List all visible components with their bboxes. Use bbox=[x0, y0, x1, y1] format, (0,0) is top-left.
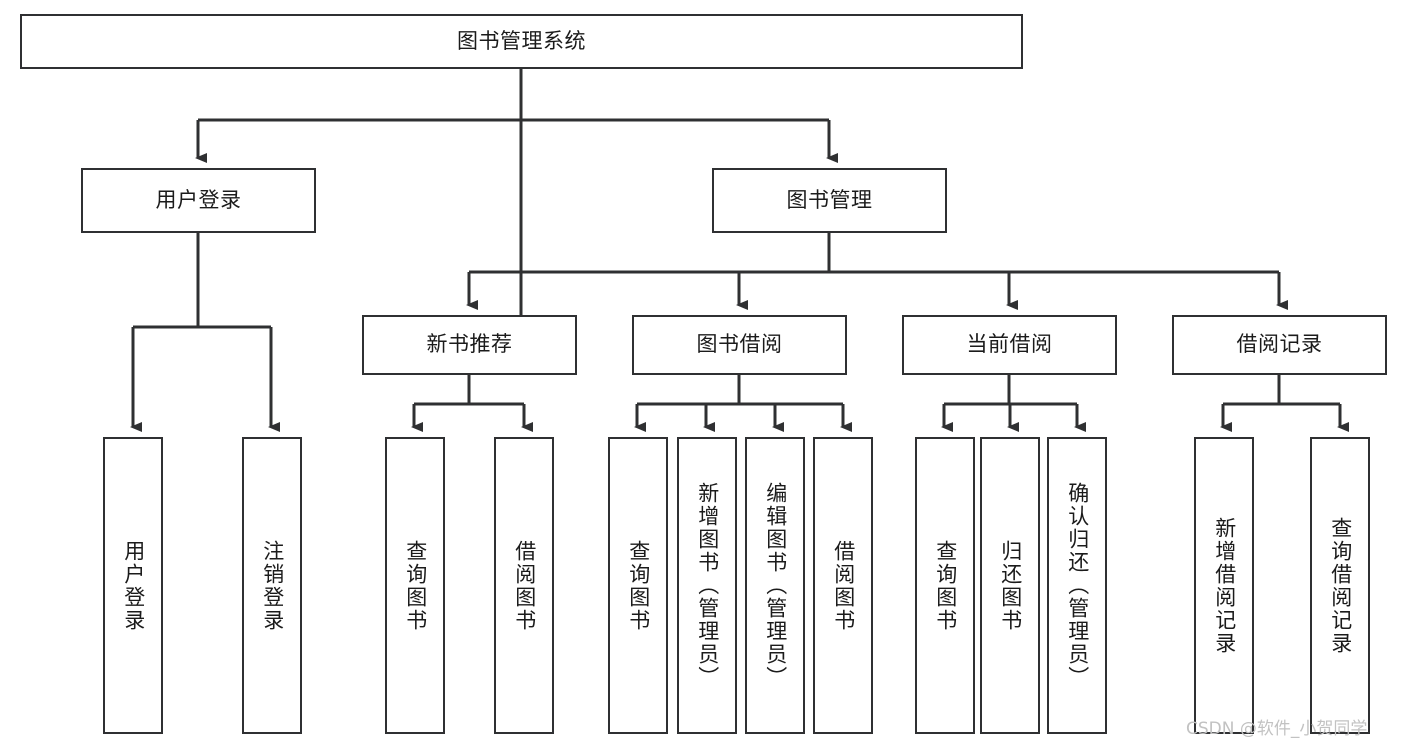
leaf-borrow-record-query-record[interactable]: 查询借阅记录 bbox=[1310, 437, 1370, 734]
node-book-borrow[interactable]: 图书借阅 bbox=[632, 315, 847, 375]
node-new-book-recommend[interactable]: 新书推荐 bbox=[362, 315, 577, 375]
node-label: 图书管理系统 bbox=[457, 28, 586, 53]
leaf-current-borrow-return-book[interactable]: 归还图书 bbox=[980, 437, 1040, 734]
node-label: 借阅记录 bbox=[1236, 332, 1323, 357]
node-current-borrow[interactable]: 当前借阅 bbox=[902, 315, 1117, 375]
node-label: 新增图书（管理员） bbox=[695, 482, 720, 689]
leaf-book-borrow-edit-book-admin[interactable]: 编辑图书（管理员） bbox=[745, 437, 805, 734]
leaf-current-borrow-query-book[interactable]: 查询图书 bbox=[915, 437, 975, 734]
node-label: 当前借阅 bbox=[966, 332, 1053, 357]
node-label: 新书推荐 bbox=[426, 332, 513, 357]
leaf-user-login-logout[interactable]: 注销登录 bbox=[242, 437, 302, 734]
node-label: 查询图书 bbox=[403, 539, 428, 632]
node-borrow-record[interactable]: 借阅记录 bbox=[1172, 315, 1387, 375]
node-label: 新增借阅记录 bbox=[1212, 516, 1237, 655]
node-label: 借阅图书 bbox=[512, 539, 537, 632]
leaf-current-borrow-confirm-return-admin[interactable]: 确认归还（管理员） bbox=[1047, 437, 1107, 734]
node-label: 查询图书 bbox=[626, 539, 651, 632]
node-label: 借阅图书 bbox=[831, 539, 856, 632]
leaf-book-borrow-borrow-book[interactable]: 借阅图书 bbox=[813, 437, 873, 734]
leaf-borrow-record-add-record[interactable]: 新增借阅记录 bbox=[1194, 437, 1254, 734]
node-label: 用户登录 bbox=[121, 539, 146, 632]
node-root-book-management-system[interactable]: 图书管理系统 bbox=[20, 14, 1023, 69]
node-label: 归还图书 bbox=[998, 539, 1023, 632]
leaf-new-book-query-book[interactable]: 查询图书 bbox=[385, 437, 445, 734]
leaf-new-book-borrow-book[interactable]: 借阅图书 bbox=[494, 437, 554, 734]
leaf-user-login-login[interactable]: 用户登录 bbox=[103, 437, 163, 734]
node-label: 图书借阅 bbox=[696, 332, 783, 357]
node-label: 注销登录 bbox=[260, 539, 285, 632]
node-book-management[interactable]: 图书管理 bbox=[712, 168, 947, 233]
node-label: 确认归还（管理员） bbox=[1065, 482, 1090, 689]
csdn-watermark: CSDN @软件_小贺同学 bbox=[1186, 719, 1368, 739]
leaf-book-borrow-add-book-admin[interactable]: 新增图书（管理员） bbox=[677, 437, 737, 734]
node-label: 查询借阅记录 bbox=[1328, 516, 1353, 655]
node-user-login[interactable]: 用户登录 bbox=[81, 168, 316, 233]
node-label: 图书管理 bbox=[786, 187, 873, 212]
node-label: 查询图书 bbox=[933, 539, 958, 632]
leaf-book-borrow-query-book[interactable]: 查询图书 bbox=[608, 437, 668, 734]
node-label: 编辑图书（管理员） bbox=[763, 482, 788, 689]
node-label: 用户登录 bbox=[155, 187, 242, 212]
